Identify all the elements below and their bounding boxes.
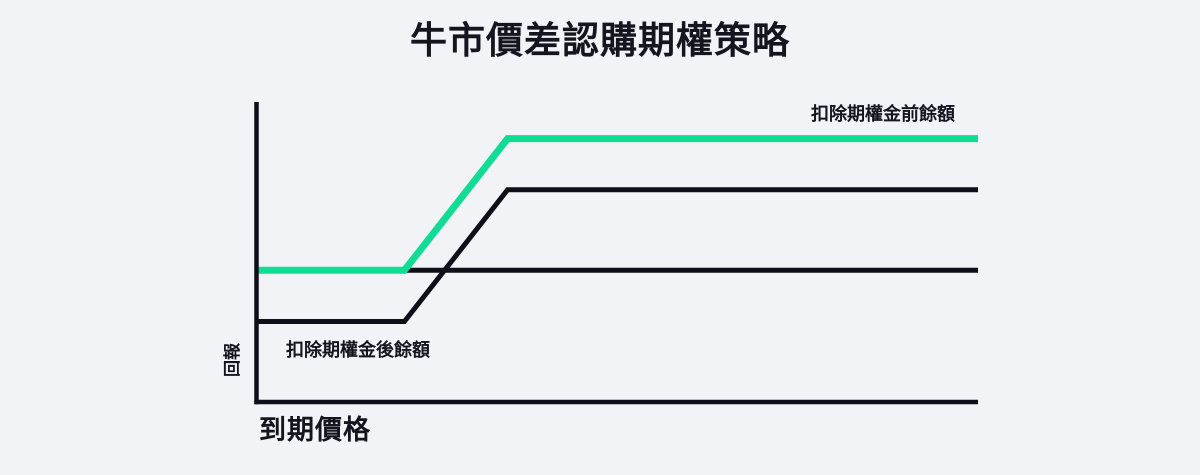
line-before-premium [256, 135, 978, 274]
chart-title: 牛市價差認購期權策略 [410, 20, 790, 61]
x-axis-label: 到期價格 [259, 415, 371, 445]
y-axis-label: 回報 [223, 343, 242, 377]
after-premium-line-label: 扣除期權金後餘額 [286, 340, 430, 360]
series-lines [256, 135, 978, 325]
before-premium-line-label: 扣除期權金前餘額 [811, 104, 955, 124]
line-after-premium [256, 187, 978, 325]
